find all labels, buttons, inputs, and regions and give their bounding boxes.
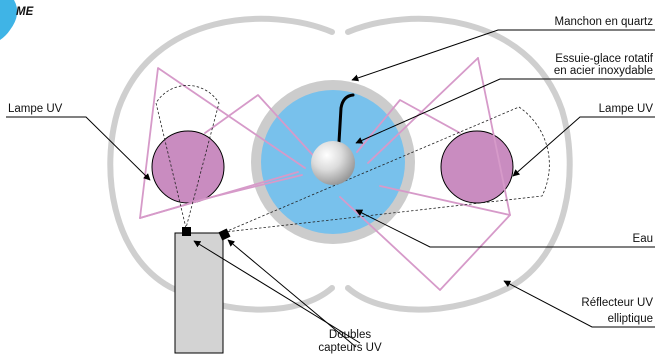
logo-text: ME bbox=[16, 6, 34, 18]
rotating-wiper-blade bbox=[337, 93, 355, 144]
uv-sensor-left bbox=[182, 227, 191, 236]
label-wiper-line2: en acier inoxydable bbox=[554, 65, 653, 77]
leader-lines bbox=[6, 29, 655, 348]
label-quartz-sleeve: Manchon en quartz bbox=[555, 16, 654, 28]
label-sensors-line1: Doubles bbox=[329, 329, 371, 341]
label-uv-lamp-right: Lampe UV bbox=[599, 103, 654, 115]
logo-swoosh bbox=[0, 0, 18, 40]
label-sensors-line2: capteurs UV bbox=[318, 342, 382, 354]
uv-lamp-left bbox=[151, 130, 225, 204]
label-reflector-line2: elliptique bbox=[608, 313, 653, 325]
brand-logo: ME bbox=[0, 0, 34, 40]
label-wiper-line1: Essuie-glace rotatif bbox=[555, 53, 654, 65]
sensor-housing bbox=[174, 232, 224, 354]
rotating-wiper-ball bbox=[311, 141, 355, 185]
uv-sensor-right bbox=[218, 228, 231, 241]
label-reflector-line1: Réflecteur UV bbox=[581, 297, 653, 309]
label-uv-lamp-left: Lampe UV bbox=[8, 103, 63, 115]
elliptical-reflector bbox=[107, 15, 573, 313]
uv-rays bbox=[139, 57, 511, 291]
uv-lamp-right bbox=[440, 130, 514, 204]
sensor-beams bbox=[155, 85, 550, 233]
label-water: Eau bbox=[633, 233, 653, 245]
